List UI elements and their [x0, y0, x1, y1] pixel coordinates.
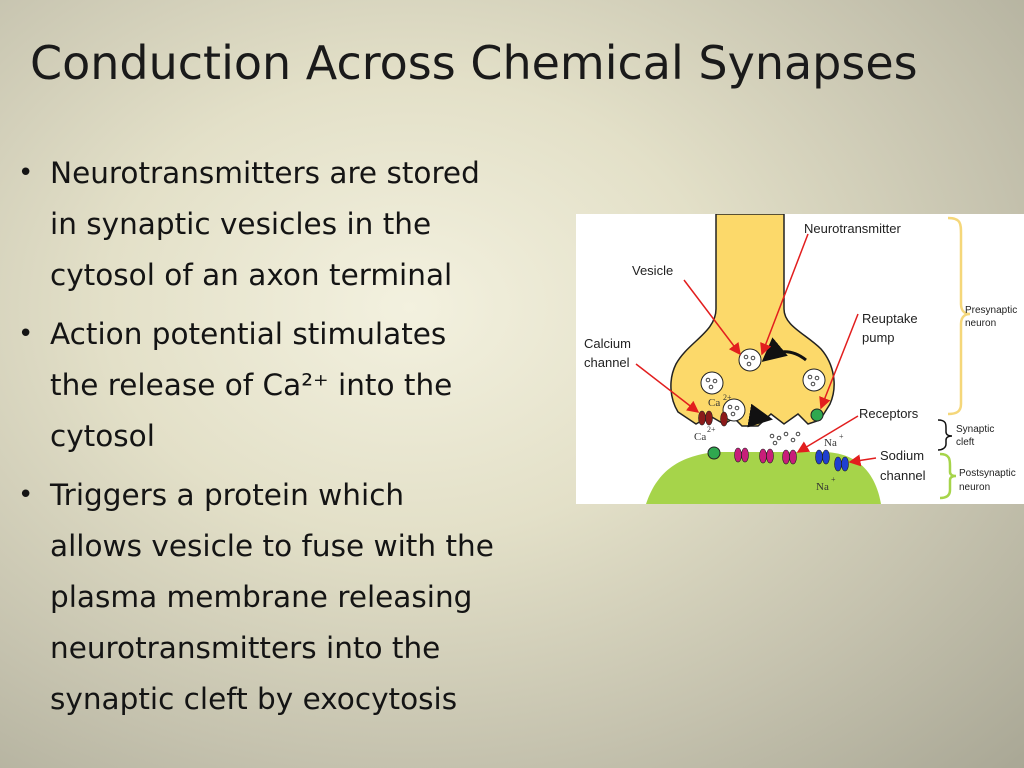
presynaptic-label: Presynaptic — [965, 305, 1017, 316]
vesicle-label: Vesicle — [632, 263, 673, 278]
sodium-channel-pointer-icon — [848, 454, 877, 467]
calcium-channel-pointer-icon — [635, 363, 700, 413]
bullet-line: the release of Ca²⁺ into the — [50, 368, 453, 402]
neurotransmitter-label: Neurotransmitter — [804, 221, 901, 236]
postsynaptic-bracket-icon — [939, 452, 957, 500]
bullet-line: synaptic cleft by exocytosis — [50, 682, 458, 716]
calcium-ion-superscript: 2+ — [723, 393, 732, 402]
release-arrow-icon — [747, 403, 773, 428]
calcium-ion-label: Ca — [694, 431, 706, 443]
sodium-ion-label: Na — [816, 481, 829, 493]
reuptake-pump-icon — [707, 446, 721, 460]
reuptake-pump-icon — [810, 408, 824, 422]
bullet-line: neurotransmitters into the — [50, 631, 441, 665]
sodium-ion-label: Na — [824, 437, 837, 449]
bullet-line: in synaptic vesicles in the — [50, 207, 432, 241]
vesicle-pointer-icon — [683, 279, 741, 356]
bullet-item: • Neurotransmitters are stored in synapt… — [14, 148, 574, 301]
neurotransmitter-pointer-icon — [760, 233, 809, 356]
reuptake-pump-label: pump — [862, 330, 895, 345]
postsynaptic-label: neuron — [959, 482, 990, 493]
postsynaptic-neuron-shape — [646, 452, 881, 504]
bullet-line: Action potential stimulates — [50, 317, 447, 351]
cleft-bracket-icon — [937, 419, 953, 451]
bullet-line: Triggers a protein which — [50, 478, 405, 512]
vesicle-icon — [722, 398, 746, 422]
bullet-list: • Neurotransmitters are stored in synapt… — [14, 148, 574, 733]
sodium-ion-superscript: + — [839, 432, 844, 441]
axon-terminal-shape — [670, 214, 835, 427]
sodium-channel-label: channel — [880, 468, 926, 483]
calcium-channel-label: channel — [584, 355, 630, 370]
postsynaptic-label: Postsynaptic — [959, 468, 1016, 479]
slide-title: Conduction Across Chemical Synapses — [30, 36, 918, 90]
synaptic-cleft-label: cleft — [956, 437, 975, 448]
bullet-dot-icon: • — [18, 158, 34, 188]
neurotransmitter-dots-icon — [769, 431, 801, 446]
bullet-line: allows vesicle to fuse with the — [50, 529, 494, 563]
sodium-channel-label: Sodium — [880, 448, 924, 463]
sodium-channel-icon — [815, 449, 849, 472]
reuptake-pump-label: Reuptake — [862, 311, 918, 326]
presynaptic-label: neuron — [965, 318, 996, 329]
bullet-item: • Action potential stimulates the releas… — [14, 309, 574, 462]
bullet-line: Neurotransmitters are stored — [50, 156, 480, 190]
calcium-ion-superscript: 2+ — [707, 425, 716, 434]
sodium-ion-superscript: + — [831, 475, 836, 484]
receptors-label: Receptors — [859, 406, 919, 421]
calcium-channel-label: Calcium — [584, 336, 631, 351]
bullet-item: • Triggers a protein which allows vesicl… — [14, 470, 574, 725]
vesicle-icon — [700, 371, 724, 395]
calcium-ion-label: Ca — [708, 397, 720, 409]
receptors-icon — [734, 447, 797, 465]
synaptic-cleft-label: Synaptic — [956, 424, 994, 435]
bullet-line: cytosol — [50, 419, 155, 453]
reuptake-arrow-icon — [761, 337, 807, 362]
reuptake-pump-pointer-icon — [819, 313, 859, 410]
bullet-dot-icon: • — [18, 480, 34, 510]
synapse-svg: Ca 2+ Ca 2+ Na + Na + Neurotransmitter V… — [584, 214, 1017, 504]
calcium-channel-icon — [698, 410, 728, 427]
vesicle-icon — [738, 348, 762, 372]
presynaptic-bracket-icon — [947, 216, 971, 416]
bullet-line: plasma membrane releasing — [50, 580, 473, 614]
bullet-line: cytosol of an axon terminal — [50, 258, 453, 292]
synapse-diagram: Ca 2+ Ca 2+ Na + Na + Neurotransmitter V… — [576, 214, 1024, 504]
vesicle-icon — [802, 368, 826, 392]
bullet-dot-icon: • — [18, 319, 34, 349]
receptors-pointer-icon — [796, 415, 859, 453]
